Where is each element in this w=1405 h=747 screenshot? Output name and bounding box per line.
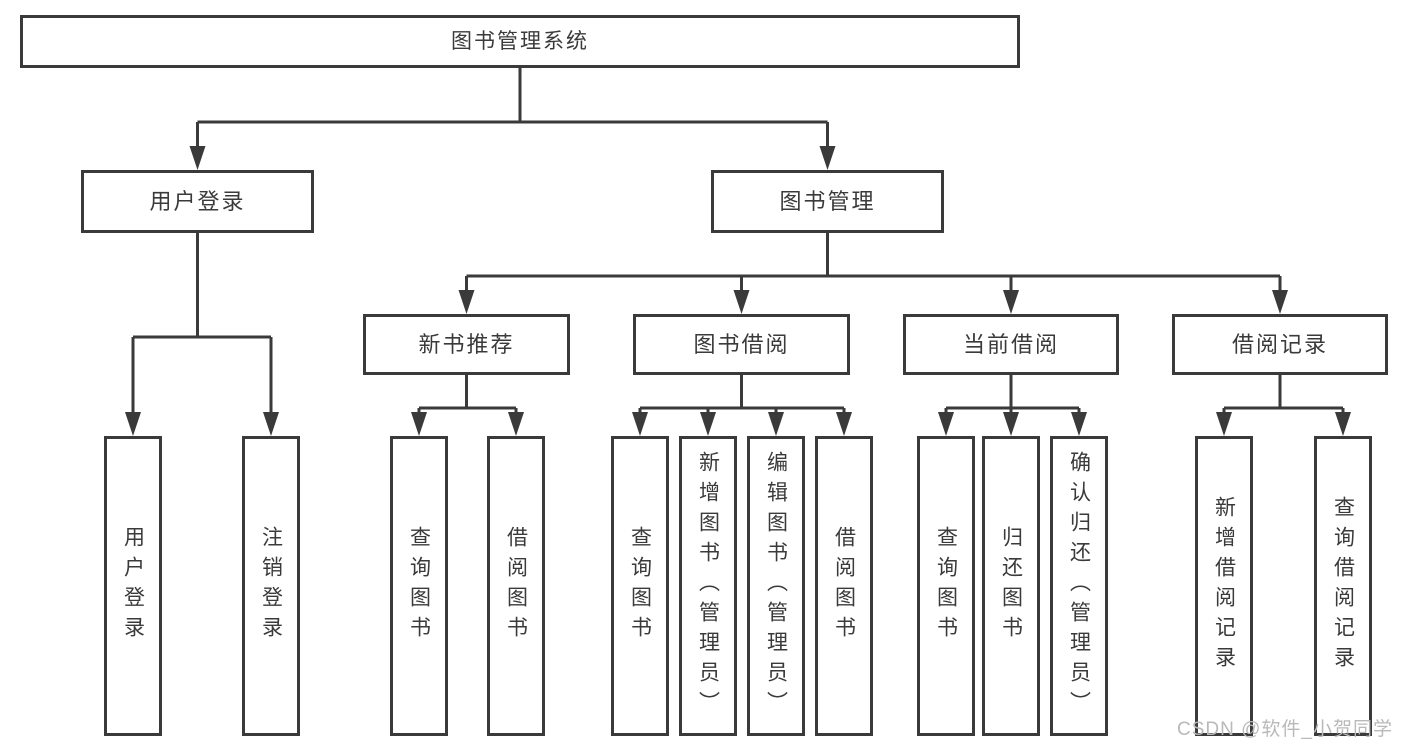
leaf-query-borrow-record: 查询借阅记录	[1314, 436, 1372, 736]
leaf-user-login: 用户登录	[104, 436, 162, 736]
connector-current-borrow-to-leaves	[944, 375, 1081, 416]
node-user-login-label: 用户登录	[149, 188, 246, 214]
leaf-add-borrow-record-label: 新增借阅记录	[1212, 496, 1236, 676]
leaf-user-login-label: 用户登录	[121, 526, 145, 646]
node-book-management-label: 图书管理	[779, 188, 876, 214]
leaf-return-books-label: 归还图书	[999, 526, 1023, 646]
node-new-book-recommendation: 新书推荐	[363, 314, 570, 375]
leaf-logout-label: 注销登录	[259, 526, 283, 646]
leaf-query-books-borrow: 查询图书	[611, 436, 669, 736]
leaf-query-books-current: 查询图书	[917, 436, 975, 736]
leaf-borrow-books-recommend-label: 借阅图书	[504, 526, 528, 646]
node-library-management-system: 图书管理系统	[20, 15, 1020, 68]
node-borrowing-records-label: 借阅记录	[1231, 331, 1328, 357]
connector-borrow-records-to-leaves	[1222, 375, 1345, 416]
node-current-borrowing: 当前借阅	[903, 314, 1119, 375]
leaf-query-books-borrow-label: 查询图书	[628, 526, 652, 646]
node-current-borrowing-label: 当前借阅	[962, 331, 1059, 357]
leaf-add-borrow-record: 新增借阅记录	[1195, 436, 1253, 736]
connector-new-book-to-leaves	[417, 375, 518, 416]
leaf-borrow-books-label: 借阅图书	[832, 526, 856, 646]
csdn-watermark: CSDN @软件_小贺同学	[1177, 719, 1393, 740]
node-user-login: 用户登录	[81, 170, 314, 233]
leaf-query-books-recommend: 查询图书	[390, 436, 448, 736]
leaf-logout: 注销登录	[242, 436, 300, 736]
node-library-management-system-label: 图书管理系统	[451, 30, 589, 53]
node-book-borrowing: 图书借阅	[633, 314, 850, 375]
leaf-edit-books-admin-label: 编辑图书（管理员）	[764, 451, 788, 721]
connector-user-login-to-leaves	[131, 233, 273, 416]
node-book-management: 图书管理	[711, 170, 944, 233]
leaf-return-books: 归还图书	[982, 436, 1040, 736]
leaf-query-books-recommend-label: 查询图书	[407, 526, 431, 646]
connector-book-borrow-to-leaves	[638, 375, 846, 416]
leaf-confirm-return-admin: 确认归还（管理员）	[1050, 436, 1108, 736]
leaf-edit-books-admin: 编辑图书（管理员）	[747, 436, 805, 736]
leaf-borrow-books-recommend: 借阅图书	[487, 436, 545, 736]
node-borrowing-records: 借阅记录	[1172, 314, 1388, 375]
connector-book-mgmt-to-level3	[465, 233, 1282, 294]
node-new-book-recommendation-label: 新书推荐	[418, 331, 515, 357]
leaf-add-books-admin: 新增图书（管理员）	[679, 436, 737, 736]
node-book-borrowing-label: 图书借阅	[693, 331, 790, 357]
leaf-query-borrow-record-label: 查询借阅记录	[1331, 496, 1355, 676]
leaf-add-books-admin-label: 新增图书（管理员）	[696, 451, 720, 721]
leaf-query-books-current-label: 查询图书	[934, 526, 958, 646]
leaf-borrow-books: 借阅图书	[815, 436, 873, 736]
connector-root-to-level2	[196, 68, 829, 150]
arrowheads	[125, 146, 1351, 436]
leaf-confirm-return-admin-label: 确认归还（管理员）	[1067, 451, 1091, 721]
